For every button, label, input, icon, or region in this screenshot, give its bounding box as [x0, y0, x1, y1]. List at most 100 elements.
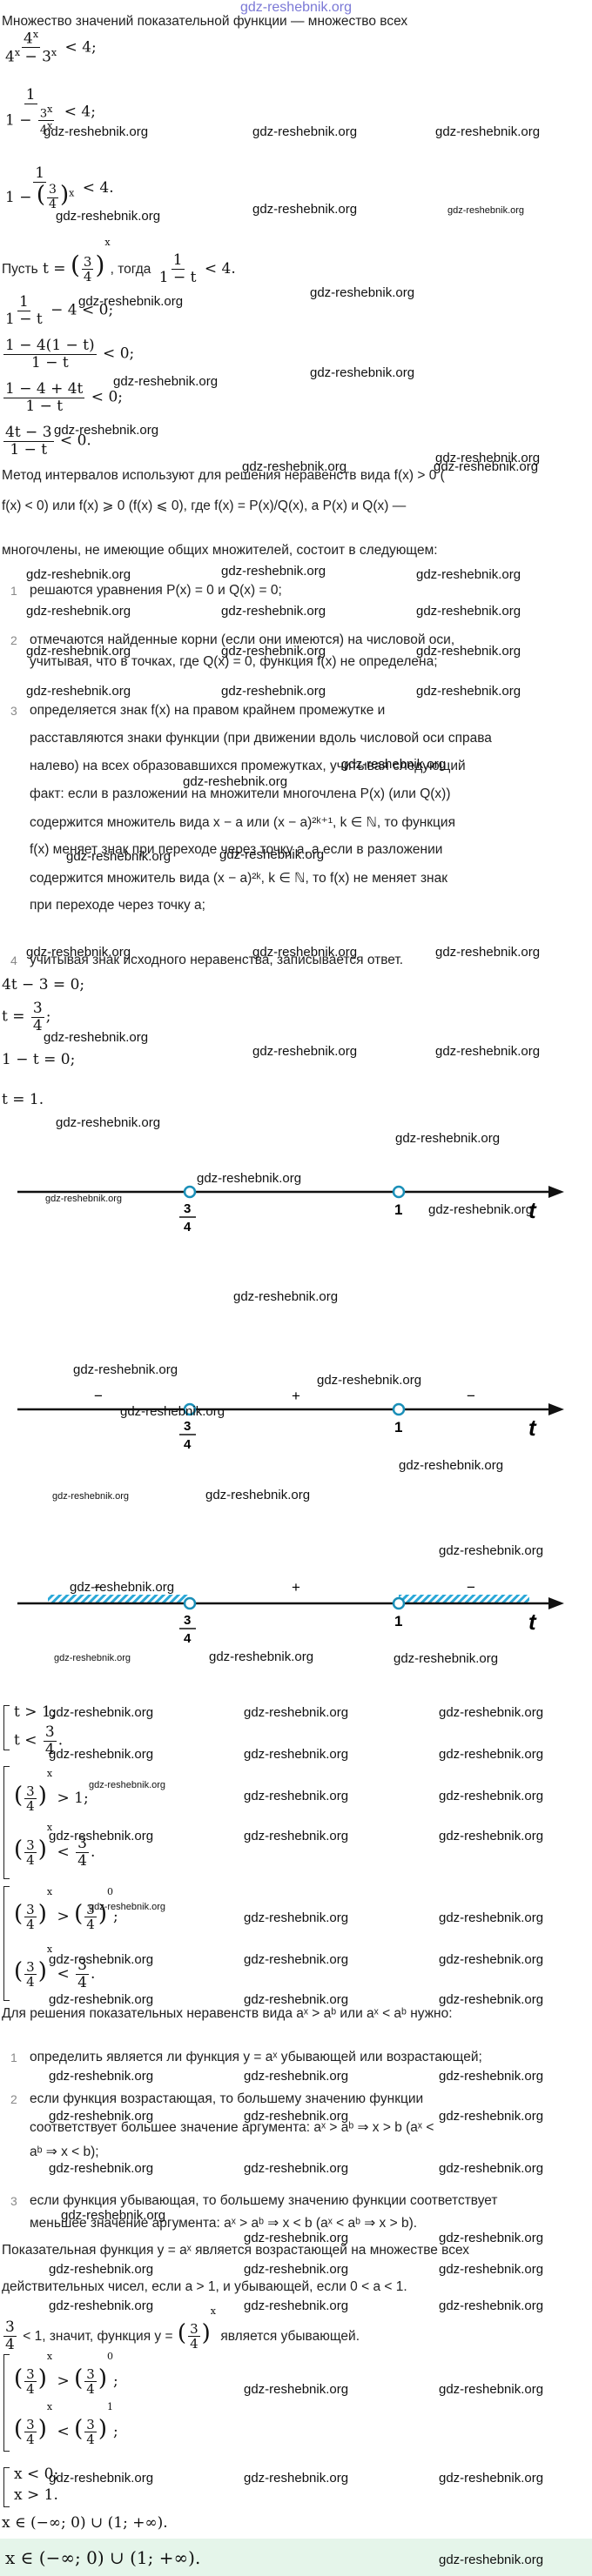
- watermark: gdz-reshebnik.org: [435, 124, 541, 139]
- watermark: gdz-reshebnik.org: [26, 945, 131, 960]
- watermark: gdz-reshebnik.org: [252, 1044, 358, 1059]
- watermark: gdz-reshebnik.org: [52, 1491, 130, 1502]
- sign-minus-right: −: [467, 1579, 475, 1596]
- watermark: gdz-reshebnik.org: [416, 644, 521, 659]
- watermark: gdz-reshebnik.org: [439, 1829, 544, 1843]
- monotonic-text-1: Показательная функция y = aˣ является во…: [2, 2243, 470, 2258]
- watermark: gdz-reshebnik.org: [416, 604, 521, 619]
- watermark: gdz-reshebnik.org: [435, 451, 541, 465]
- watermark: gdz-reshebnik.org: [221, 684, 326, 699]
- watermark: gdz-reshebnik.org: [49, 2262, 154, 2277]
- watermark: gdz-reshebnik.org: [252, 124, 358, 139]
- watermark: gdz-reshebnik.org: [49, 2161, 154, 2176]
- system-5a: x < 0;: [14, 2466, 59, 2483]
- mono3b: является убывающей.: [220, 2329, 360, 2344]
- step-3-text: содержится множитель вида (x − a)²ᵏ, k ∈…: [30, 871, 448, 886]
- watermark: gdz-reshebnik.org: [416, 684, 521, 699]
- watermark: gdz-reshebnik.org: [49, 1705, 154, 1720]
- watermark: gdz-reshebnik.org: [219, 847, 325, 862]
- method-line-3: многочлены, не имеющие общих множителей,…: [2, 543, 438, 558]
- step-2-text: отмечаются найденные корни (если они име…: [30, 632, 455, 647]
- axis-arrow: [548, 1186, 564, 1198]
- step-1-number: 1: [10, 584, 17, 598]
- expo-item-3-number: 3: [10, 2194, 17, 2208]
- step-3-text: налево) на всех образовавшихся промежутк…: [30, 759, 466, 773]
- final-result: x ∈ (−∞; 0) ∪ (1; +∞).: [2, 2514, 168, 2532]
- expo-item-2-number: 2: [10, 2092, 17, 2106]
- togda-label: , тогда: [110, 262, 151, 277]
- monotonic-text-2: действительных чисел, если a > 1, и убыв…: [2, 2279, 407, 2294]
- watermark: gdz-reshebnik.org: [233, 1289, 339, 1304]
- watermark: gdz-reshebnik.org: [221, 564, 326, 579]
- number-axis-3: − + − 3 4 1 t: [17, 1579, 564, 1646]
- point-label-one: 1: [394, 1201, 402, 1218]
- watermark: gdz-reshebnik.org: [54, 423, 159, 438]
- point-label-one: 1: [394, 1613, 402, 1629]
- watermark: gdz-reshebnik.org: [183, 774, 288, 789]
- watermark: gdz-reshebnik.org: [113, 374, 219, 389]
- watermark: gdz-reshebnik.org: [73, 1362, 178, 1377]
- watermark: gdz-reshebnik.org: [120, 1404, 225, 1419]
- watermark: gdz-reshebnik.org: [439, 1992, 544, 2007]
- axis-arrow: [548, 1403, 564, 1415]
- point-label-num: 3: [184, 1613, 191, 1628]
- eq-2: 1 − t = 0;: [2, 1051, 76, 1068]
- watermark: gdz-reshebnik.org: [416, 567, 521, 582]
- watermark: gdz-reshebnik.org: [26, 604, 131, 619]
- bracket: [3, 1705, 10, 1750]
- bracket: [3, 2354, 10, 2452]
- watermark: gdz-reshebnik.org: [244, 2382, 349, 2397]
- watermark: gdz-reshebnik.org: [310, 285, 415, 300]
- top-watermark: gdz-reshebnik.org: [239, 0, 353, 15]
- expo-intro: Для решения показательных неравенств вид…: [2, 2006, 453, 2021]
- answer-text: x ∈ (−∞; 0) ∪ (1; +∞).: [5, 2547, 201, 2568]
- watermark: gdz-reshebnik.org: [49, 2109, 154, 2124]
- point-label-num: 3: [184, 1201, 191, 1216]
- answer-box: x ∈ (−∞; 0) ∪ (1; +∞).: [0, 2539, 592, 2576]
- axis-variable: t: [528, 1609, 537, 1635]
- method-line-1: Метод интервалов используют для решения …: [2, 468, 445, 483]
- watermark: gdz-reshebnik.org: [244, 2231, 349, 2245]
- sign-minus-left: −: [94, 1388, 103, 1404]
- point-one: [392, 1596, 406, 1610]
- ineq-5: 1 − 4(1 − t)1 − t < 0;: [3, 337, 135, 371]
- watermark: gdz-reshebnik.org: [45, 1194, 123, 1204]
- watermark: gdz-reshebnik.org: [399, 1458, 504, 1473]
- pust-label: Пусть: [2, 262, 38, 277]
- eq-3: t = 1.: [2, 1091, 44, 1108]
- watermark: gdz-reshebnik.org: [447, 205, 525, 216]
- expo-item-2-text: если функция возрастающая, то большему з…: [30, 2091, 424, 2106]
- watermark: gdz-reshebnik.org: [244, 1992, 349, 2007]
- watermark: gdz-reshebnik.org: [439, 1952, 544, 1967]
- watermark: gdz-reshebnik.org: [244, 2298, 349, 2313]
- watermark: gdz-reshebnik.org: [78, 294, 184, 309]
- hatched-interval-left: [48, 1595, 189, 1603]
- watermark: gdz-reshebnik.org: [49, 1747, 154, 1762]
- step-2-number: 2: [10, 633, 17, 647]
- axis-arrow: [548, 1597, 564, 1609]
- system-5b: x > 1.: [14, 2486, 58, 2504]
- watermark: gdz-reshebnik.org: [394, 1651, 499, 1666]
- point-one: [392, 1185, 406, 1199]
- watermark: gdz-reshebnik.org: [242, 459, 347, 474]
- step-3-text: расставляются знаки функции (при движени…: [30, 731, 492, 746]
- watermark: gdz-reshebnik.org: [439, 1747, 544, 1762]
- watermark: gdz-reshebnik.org: [439, 1543, 544, 1558]
- watermark: gdz-reshebnik.org: [439, 1705, 544, 1720]
- sign-minus-left: −: [94, 1579, 103, 1596]
- watermark: gdz-reshebnik.org: [56, 209, 161, 224]
- sign-minus-right: −: [467, 1388, 475, 1404]
- expo-item-3-text: меньшее значение аргумента: aˣ > aᵇ ⇒ x …: [30, 2216, 418, 2231]
- watermark: gdz-reshebnik.org: [244, 2471, 349, 2486]
